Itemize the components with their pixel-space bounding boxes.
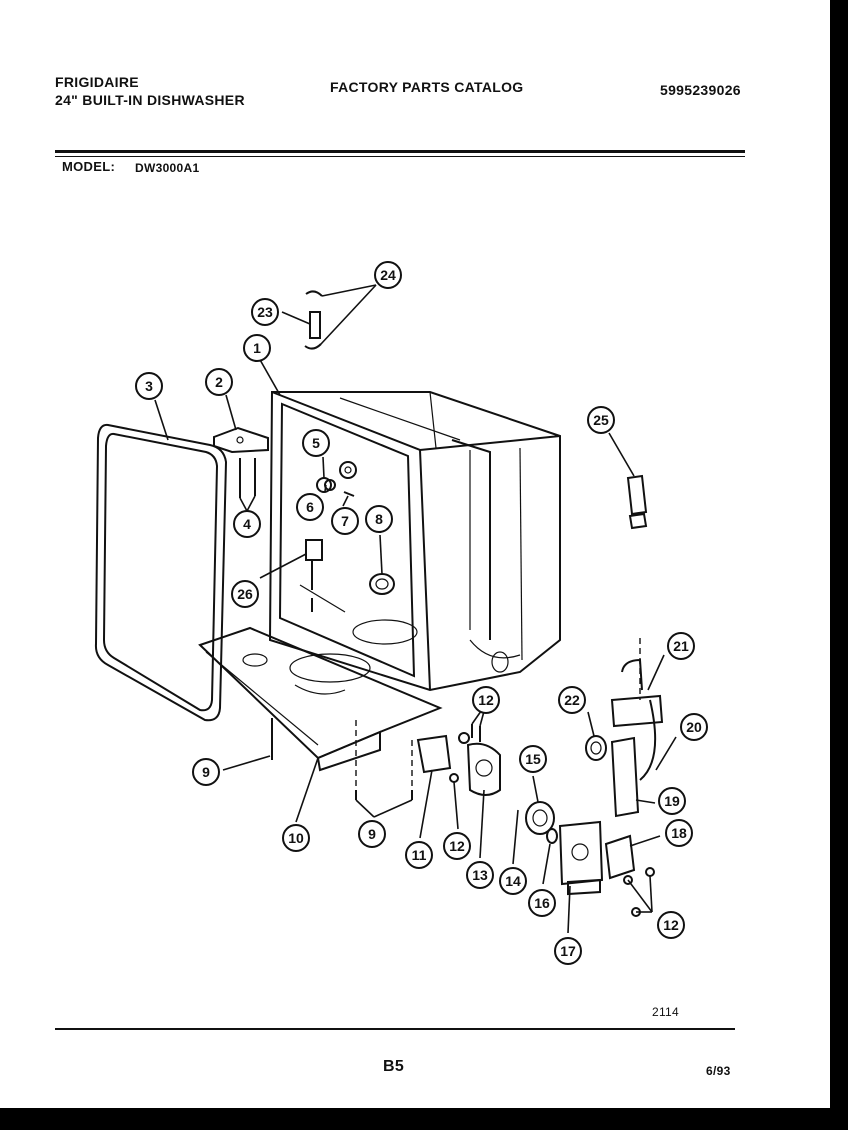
figure-number: 2114 [652, 1005, 680, 1019]
callout: 22 [558, 686, 586, 714]
svg-text:2: 2 [215, 374, 223, 390]
svg-text:12: 12 [478, 692, 494, 708]
callout: 24 [374, 261, 402, 289]
svg-text:26: 26 [237, 586, 253, 602]
callout: 11 [405, 841, 433, 869]
svg-text:11: 11 [412, 847, 427, 863]
callout: 23 [251, 298, 279, 326]
callout: 9 [358, 820, 386, 848]
callout: 1 [243, 334, 271, 362]
callout: 20 [680, 713, 708, 741]
callout: 14 [499, 867, 527, 895]
callout: 2 [205, 368, 233, 396]
callout: 19 [658, 787, 686, 815]
callout: 3 [135, 372, 163, 400]
callout: 12 [472, 686, 500, 714]
switch-assembly [416, 732, 604, 896]
svg-text:23: 23 [257, 304, 273, 320]
svg-text:8: 8 [375, 511, 383, 527]
callout: 9 [192, 758, 220, 786]
callout: 12 [443, 832, 471, 860]
leader-lines [154, 284, 677, 934]
svg-text:13: 13 [472, 867, 488, 883]
handle-assembly [585, 658, 664, 917]
product-name: 24" BUILT-IN DISHWASHER [55, 92, 245, 108]
svg-text:4: 4 [243, 516, 251, 532]
svg-text:25: 25 [593, 412, 609, 428]
hinge-bracket [213, 426, 269, 498]
callout: 7 [331, 507, 359, 535]
svg-text:7: 7 [341, 513, 349, 529]
svg-text:3: 3 [145, 378, 153, 394]
door-gasket [94, 423, 228, 722]
tub-small-parts [305, 461, 395, 612]
svg-text:24: 24 [380, 267, 396, 283]
svg-text:12: 12 [449, 838, 465, 854]
footer-rule [55, 1028, 735, 1030]
svg-text:14: 14 [505, 873, 521, 889]
svg-text:9: 9 [368, 826, 376, 842]
header-rule-thin [55, 156, 745, 157]
svg-text:20: 20 [686, 719, 702, 735]
svg-text:1: 1 [253, 340, 261, 356]
svg-text:6: 6 [306, 499, 314, 515]
callouts: 1 2 3 4 5 6 7 8 9 9 10 11 12 12 12 13 14… [135, 261, 708, 965]
svg-text:9: 9 [202, 764, 210, 780]
callout: 26 [231, 580, 259, 608]
callout: 10 [282, 824, 310, 852]
callout: 16 [528, 889, 556, 917]
svg-text:12: 12 [663, 917, 679, 933]
model-value: DW3000A1 [135, 161, 200, 175]
callout: 12 [657, 911, 685, 939]
svg-text:18: 18 [671, 825, 687, 841]
callout: 25 [587, 406, 615, 434]
model-label: MODEL: [62, 159, 116, 174]
callout: 4 [233, 510, 261, 538]
screws [271, 718, 481, 800]
svg-text:19: 19 [664, 793, 680, 809]
catalog-title: FACTORY PARTS CATALOG [330, 79, 524, 95]
callout: 17 [554, 937, 582, 965]
catalog-number: 5995239026 [660, 82, 741, 98]
svg-text:5: 5 [312, 435, 320, 451]
callout: 15 [519, 745, 547, 773]
svg-text:21: 21 [673, 638, 689, 654]
brand-name: FRIGIDAIRE [55, 74, 139, 90]
svg-text:10: 10 [288, 830, 304, 846]
header-rule-thick [55, 150, 745, 153]
revision-date: 6/93 [706, 1064, 731, 1078]
svg-text:15: 15 [525, 751, 541, 767]
catalog-sheet: FRIGIDAIRE 24" BUILT-IN DISHWASHER FACTO… [0, 0, 830, 1108]
tub-assembly [268, 391, 561, 692]
svg-text:22: 22 [564, 692, 580, 708]
page-number: B5 [383, 1058, 405, 1075]
callout: 13 [466, 861, 494, 889]
exploded-parts-diagram: 1 2 3 4 5 6 7 8 9 9 10 11 12 12 12 13 14… [94, 261, 708, 965]
inlet-fitting [626, 474, 648, 530]
svg-text:16: 16 [534, 895, 550, 911]
door-pin [304, 290, 323, 350]
callout: 5 [302, 429, 330, 457]
svg-text:17: 17 [560, 943, 576, 959]
callout: 6 [296, 493, 324, 521]
callout: 21 [667, 632, 695, 660]
callout: 8 [365, 505, 393, 533]
door-panel [198, 626, 443, 772]
callout: 18 [665, 819, 693, 847]
